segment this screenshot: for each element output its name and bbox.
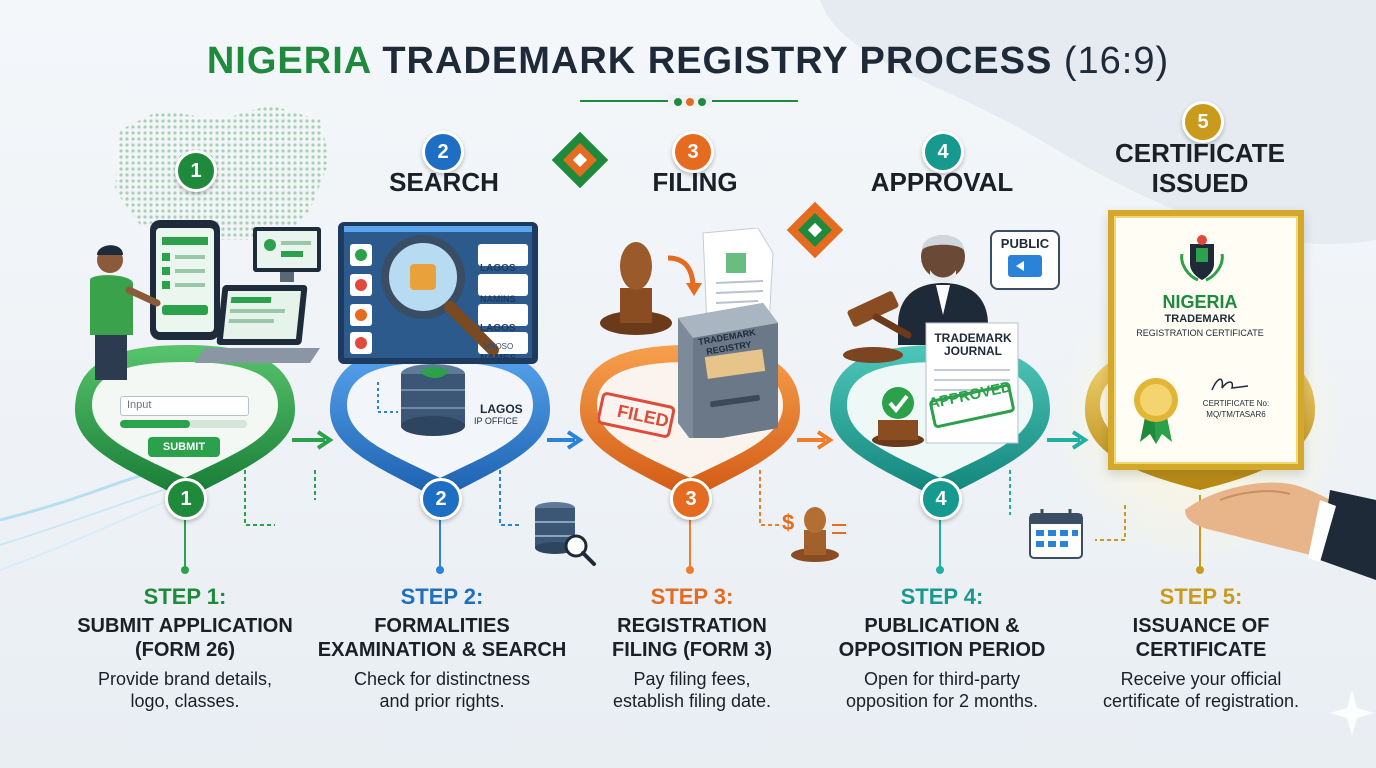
ip-office-label: IP OFFICE: [474, 416, 518, 426]
step-5-heading-2: CERTIFICATE: [1135, 639, 1267, 661]
step-3-desc-2: establish filing date.: [612, 691, 772, 711]
certificate-line1: TRADEMARK: [1164, 313, 1236, 325]
top-label-search: SEARCH: [389, 167, 499, 197]
top-badge-2: 2: [422, 131, 464, 173]
title-ratio: (16:9): [1063, 40, 1170, 82]
step-3-text: STEP 3: REGISTRATION FILING (FORM 3) Pay…: [562, 584, 822, 712]
step-2-heading-2: EXAMINATION & SEARCH: [317, 639, 567, 661]
step-3-heading-1: REGISTRATION: [617, 615, 767, 637]
background-blob: [820, 0, 1376, 244]
step-3-heading-2: FILING (FORM 3): [612, 639, 772, 661]
step-5-desc-2: certificate of registration.: [1102, 691, 1300, 711]
page-title: NIGERIA TRADEMARK REGISTRY PROCESS (16:9…: [0, 40, 1376, 83]
platform-badge-4: 4: [920, 478, 962, 520]
search-result: NAMES: [480, 353, 517, 364]
search-result: MNOSO: [483, 342, 514, 351]
certificate-number-value: MQ/TM/TASAR6: [1206, 410, 1266, 419]
journal-title: TRADEMARK JOURNAL: [928, 332, 1018, 358]
certificate-number-label: CERTIFICATE No:: [1202, 399, 1270, 408]
journal-line1: TRADEMARK: [934, 331, 1012, 345]
megaphone-icon: [1008, 255, 1042, 277]
title-main: TRADEMARK REGISTRY PROCESS: [382, 40, 1053, 82]
step3-illustration: [598, 228, 778, 438]
platform-badge-3: 3: [670, 478, 712, 520]
database-search-icon: [535, 502, 596, 566]
public-label: PUBLIC: [1000, 236, 1050, 251]
step-1-heading-1: SUBMIT APPLICATION: [77, 615, 293, 637]
input-placeholder: Input: [127, 399, 152, 411]
step-1-title: STEP 1:: [143, 584, 227, 609]
step-5-heading-1: ISSUANCE OF: [1132, 615, 1270, 637]
sparkle-icon: [1330, 690, 1374, 736]
search-result: LAGOS: [480, 263, 516, 274]
step-4-title: STEP 4:: [900, 584, 984, 609]
application-input-field[interactable]: Input: [120, 396, 249, 416]
search-result: NAMINS: [480, 294, 516, 304]
title-country: NIGERIA: [206, 40, 371, 82]
step4-illustration: [843, 235, 1019, 447]
top-label-approval: APPROVAL: [870, 167, 1014, 197]
step-connectors: [181, 495, 1204, 574]
search-results-list: LAGOS NAMINS LAGOS NAMES: [480, 258, 532, 378]
step-5-title: STEP 5:: [1159, 584, 1243, 609]
step2-illustration: [338, 222, 538, 436]
step-3-title: STEP 3:: [650, 584, 734, 609]
certificate-document: NIGERIA TRADEMARK REGISTRATION CERTIFICA…: [1108, 210, 1304, 470]
step-5-desc-1: Receive your official: [1120, 669, 1282, 689]
step-4-heading-1: PUBLICATION &: [864, 615, 1020, 637]
side-connectors: [244, 470, 1126, 541]
top-label-filing: FILING: [652, 167, 738, 197]
receiving-hand-graphic: [1185, 482, 1376, 580]
signature-icon: [1211, 378, 1249, 391]
step-1-heading-2: (FORM 26): [135, 639, 235, 661]
step-1-desc-2: logo, classes.: [130, 691, 240, 711]
top-badge-3: 3: [672, 131, 714, 173]
platform-badge-2: 2: [420, 478, 462, 520]
title-dots: [668, 95, 712, 107]
platform-badge-1: 1: [165, 478, 207, 520]
top-badge-1: 1: [175, 150, 217, 192]
step-5-text: STEP 5: ISSUANCE OF CERTIFICATE Receive …: [1071, 584, 1331, 712]
step-4-desc-2: opposition for 2 months.: [845, 691, 1039, 711]
step-4-desc-1: Open for third-party: [863, 669, 1021, 689]
gold-seal-icon: [1134, 378, 1178, 444]
light-streaks: [0, 468, 171, 571]
step-4-heading-2: OPPOSITION PERIOD: [838, 639, 1046, 661]
step-2-desc-1: Check for distinctness: [353, 669, 531, 689]
step-2-title: STEP 2:: [400, 584, 484, 609]
top-label-certificate: CERTIFICATE ISSUED: [1115, 138, 1285, 198]
search-result: LAGOS: [480, 323, 516, 334]
step-2-heading-1: FORMALITIES: [374, 615, 510, 637]
certificate-country: NIGERIA: [1162, 292, 1238, 312]
top-badge-5: 5: [1182, 101, 1224, 143]
coat-of-arms-icon: [1180, 235, 1224, 282]
step-2-desc-2: and prior rights.: [379, 691, 505, 711]
tribal-motif-2: [786, 201, 844, 259]
step-3-desc-1: Pay filing fees,: [633, 669, 751, 689]
step1-illustration: [90, 220, 321, 380]
step-1-desc-1: Provide brand details,: [97, 669, 273, 689]
public-notice-bubble: PUBLIC: [990, 230, 1060, 290]
step-4-text: STEP 4: PUBLICATION & OPPOSITION PERIOD …: [812, 584, 1072, 712]
step-1-text: STEP 1: SUBMIT APPLICATION (FORM 26) Pro…: [55, 584, 315, 712]
lagos-office-label: LAGOS: [480, 402, 523, 416]
certificate-line2: REGISTRATION CERTIFICATE: [1136, 328, 1264, 338]
top-badge-4: 4: [922, 131, 964, 173]
progress-bar: [120, 420, 247, 428]
svg-text:$: $: [782, 510, 794, 535]
journal-line2: JOURNAL: [943, 344, 1002, 358]
calendar-icon: [1029, 509, 1083, 559]
flow-arrows: [292, 430, 1089, 450]
fee-stamp-icon: $: [782, 507, 846, 562]
nigeria-map-graphic: [115, 105, 330, 240]
step-2-text: STEP 2: FORMALITIES EXAMINATION & SEARCH…: [312, 584, 572, 712]
submit-button[interactable]: SUBMIT: [148, 437, 220, 457]
